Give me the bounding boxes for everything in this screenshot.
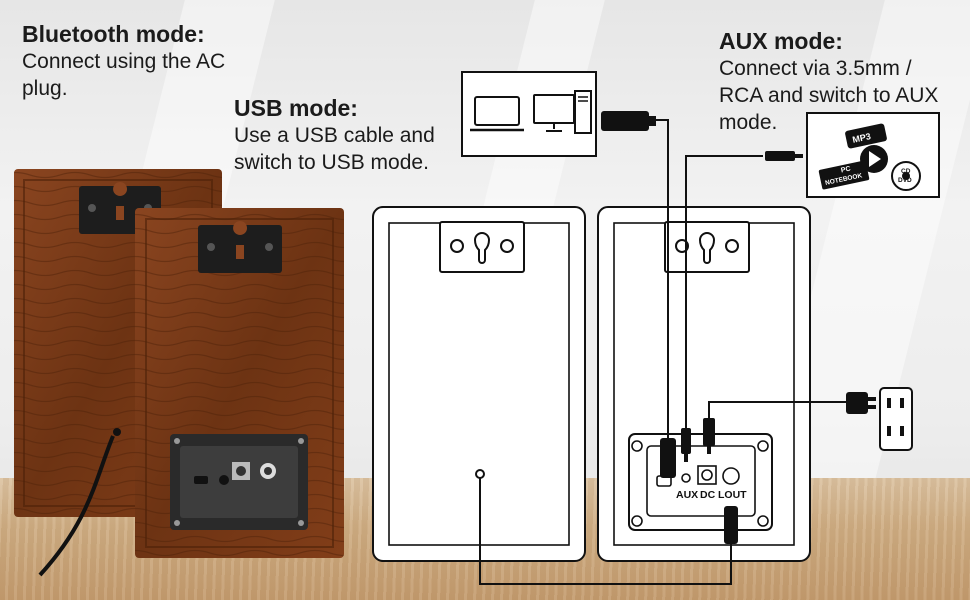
dc-plug-icon	[703, 418, 738, 544]
bluetooth-mode-title: Bluetooth mode:	[22, 21, 205, 47]
power-adapter-icon	[846, 392, 876, 414]
wooden-speaker-front	[135, 208, 344, 558]
aux-port-label: AUX	[676, 489, 698, 501]
usb-mode-caption: USB mode: Use a USB cable and switch to …	[234, 94, 435, 176]
aux-mode-caption: AUX mode: Connect via 3.5mm / RCA and sw…	[719, 27, 938, 136]
cd-label: CD	[901, 168, 911, 175]
mp3-label: MP3	[851, 131, 871, 145]
usb-mode-text: Use a USB cable and switch to USB mode.	[234, 124, 435, 174]
io-panel-diagram	[628, 433, 773, 531]
dvd-label: DVD	[898, 177, 912, 184]
aux-plug-icon	[681, 151, 803, 462]
dc-port-label: DC	[700, 489, 716, 501]
power-cable	[38, 435, 115, 577]
media-player-icon	[818, 123, 921, 191]
rear-io-panel	[170, 434, 308, 530]
speaker-outline-left	[372, 206, 586, 562]
wall-mount-bracket-icon	[439, 221, 525, 273]
usb-plug-icon	[601, 111, 676, 478]
aux-mode-title: AUX mode:	[719, 28, 843, 54]
cables	[479, 119, 846, 585]
wall-outlet-icon	[879, 387, 913, 451]
media-sources-box: MP3 PC NOTEBOOK CD DVD	[806, 112, 940, 198]
aux-mode-text: Connect via 3.5mm / RCA and switch to AU…	[719, 57, 939, 134]
wall-mount-bracket-icon	[664, 221, 750, 273]
pc-label: PC	[840, 166, 851, 175]
desktop-computer-icon	[533, 90, 592, 134]
lout-port-label: LOUT	[718, 489, 747, 501]
laptop-icon	[470, 96, 524, 132]
computer-devices-box	[461, 71, 597, 157]
speaker-outline-right: AUX DC LOUT	[597, 206, 811, 562]
bluetooth-mode-text: Connect using the AC plug.	[22, 50, 226, 100]
bluetooth-mode-caption: Bluetooth mode: Connect using the AC plu…	[22, 20, 225, 102]
usb-mode-title: USB mode:	[234, 95, 358, 121]
wall-mount-bracket-icon	[198, 221, 282, 273]
